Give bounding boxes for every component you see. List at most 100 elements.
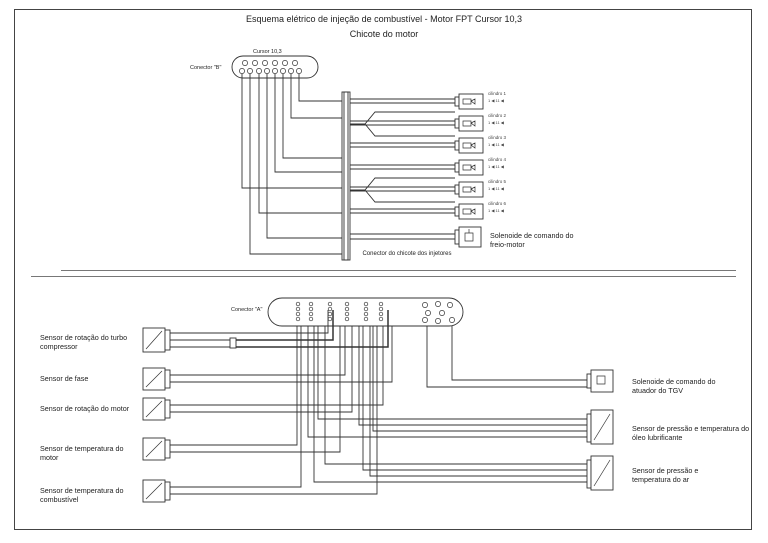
sensor-plug-1 bbox=[164, 369, 171, 389]
connector-a-pin bbox=[363, 311, 369, 317]
oil-pressure-temp-sensor-label: Sensor de pressão e temperatura do óleo … bbox=[632, 424, 750, 442]
engine-speed-sensor-label: Sensor de rotação do motor bbox=[40, 404, 130, 413]
air-sensor-wire bbox=[313, 326, 587, 483]
fuel-temp-sensor-label: Sensor de temperatura do combustível bbox=[40, 486, 124, 504]
phase-wire bbox=[230, 326, 393, 383]
tgv-wire bbox=[451, 326, 587, 381]
connector-a-pin bbox=[363, 316, 369, 322]
connector-b-pin bbox=[288, 68, 294, 74]
connector-a-pin bbox=[308, 316, 314, 322]
injector-common-wire bbox=[364, 189, 455, 203]
connector-a-pin bbox=[344, 316, 350, 322]
injector-icon bbox=[462, 142, 476, 149]
tgv-solenoid-box bbox=[590, 369, 614, 393]
oil-sensor-wire bbox=[317, 326, 587, 420]
connector-a-pin bbox=[327, 316, 333, 322]
oil-sensor-wire bbox=[372, 326, 587, 432]
connector-a-pin bbox=[378, 311, 384, 317]
connector-b-pin bbox=[282, 60, 288, 66]
section-separator-2 bbox=[31, 276, 736, 277]
air-sensor-wire bbox=[362, 326, 587, 471]
brake-solenoid-plug bbox=[454, 229, 460, 245]
injector-label: cilindro 4 bbox=[488, 157, 507, 162]
tgv-plug bbox=[586, 373, 592, 389]
air-sensor-wire bbox=[324, 326, 587, 465]
injector-plug bbox=[454, 118, 460, 129]
connector-a-pin bbox=[327, 311, 333, 317]
connector-a-pin bbox=[295, 301, 301, 307]
injector-pin-label: 1 ◀ 11 ◀ bbox=[488, 98, 504, 103]
sensor-symbol bbox=[145, 370, 163, 388]
injector-plug bbox=[454, 184, 460, 195]
speed-wire bbox=[230, 326, 353, 413]
connector-b-pin bbox=[296, 68, 302, 74]
injector-plug bbox=[454, 96, 460, 107]
connector-a-pin bbox=[435, 301, 441, 307]
diagram-subtitle: Chicote do motor bbox=[349, 29, 419, 39]
injector-plug bbox=[454, 162, 460, 173]
section-separator bbox=[61, 270, 736, 271]
connector-a-pin bbox=[378, 301, 384, 307]
connector-b-pin bbox=[247, 68, 253, 74]
sensor-symbol bbox=[145, 482, 163, 500]
connector-b-pin bbox=[239, 68, 245, 74]
air-pressure-temp-sensor-label: Sensor de pressão e temperatura do ar bbox=[632, 466, 699, 484]
connector-a-pin bbox=[425, 310, 431, 316]
injector-label: cilindro 5 bbox=[488, 179, 507, 184]
connector-a-pin bbox=[439, 310, 445, 316]
connector-b-pin bbox=[264, 68, 270, 74]
connector-a-pin bbox=[422, 302, 428, 308]
injector-pin-label: 1 ◀ 11 ◀ bbox=[488, 186, 504, 191]
oil-sensor-wire bbox=[358, 326, 587, 426]
sensor-symbol bbox=[593, 459, 611, 487]
injector-common-wire bbox=[364, 123, 455, 137]
connector-b-pin bbox=[292, 60, 298, 66]
fuel-temp-wire bbox=[230, 326, 378, 495]
connector-b-wire bbox=[298, 74, 342, 102]
connector-a-pin bbox=[449, 317, 455, 323]
diagram-frame bbox=[14, 9, 752, 530]
ecu-label: Cursor 10,3 bbox=[253, 49, 282, 55]
connector-a-pin bbox=[447, 302, 453, 308]
connector-a-pin bbox=[308, 306, 314, 312]
oil-sensor-wire bbox=[307, 326, 587, 438]
turbo-wire bbox=[236, 310, 334, 341]
connector-b-pin bbox=[280, 68, 286, 74]
connector-a-pin bbox=[295, 306, 301, 312]
oil-sensor-plug bbox=[586, 413, 592, 443]
turbo-speed-sensor-label: Sensor de rotação do turbo compressor bbox=[40, 333, 128, 351]
connector-a-pin bbox=[344, 306, 350, 312]
sensor-symbol bbox=[145, 330, 163, 350]
connector-a-pin bbox=[378, 306, 384, 312]
sensor-plug-3 bbox=[164, 439, 171, 459]
injector-harness-connector bbox=[341, 91, 351, 261]
injector-label: cilindro 2 bbox=[488, 113, 507, 118]
solenoid-icon bbox=[596, 375, 606, 385]
connector-b-wire bbox=[290, 74, 342, 119]
sensor-symbol bbox=[145, 440, 163, 458]
injector-label: cilindro 6 bbox=[488, 201, 507, 206]
injector-icon bbox=[462, 98, 476, 105]
connector-b-wire bbox=[274, 74, 342, 173]
connector-a-pin bbox=[363, 301, 369, 307]
connector-a-pin bbox=[295, 316, 301, 322]
connector-a-pin bbox=[327, 301, 333, 307]
connector-b-wire bbox=[241, 74, 342, 189]
injector-icon bbox=[462, 186, 476, 193]
injector-label: cilindro 1 bbox=[488, 91, 507, 96]
connector-a-pin bbox=[327, 306, 333, 312]
connector-b-wire bbox=[258, 74, 342, 214]
speed-wire bbox=[230, 326, 384, 406]
connector-b-pin bbox=[262, 60, 268, 66]
air-sensor-wire bbox=[369, 326, 587, 477]
tgv-wire bbox=[426, 326, 587, 388]
connector-b-pin bbox=[256, 68, 262, 74]
injector-pin-label: 1 ◀ 11 ◀ bbox=[488, 208, 504, 213]
connector-b-wire bbox=[282, 74, 342, 159]
engine-temp-sensor-label: Sensor de temperatura do motor bbox=[40, 444, 124, 462]
phase-sensor-label: Sensor de fase bbox=[40, 374, 89, 383]
harness-connector-label: Conector do chicote dos injetores bbox=[362, 251, 452, 257]
connector-a-pin bbox=[308, 301, 314, 307]
connector-a-pin bbox=[295, 311, 301, 317]
connector-b-pin bbox=[272, 68, 278, 74]
